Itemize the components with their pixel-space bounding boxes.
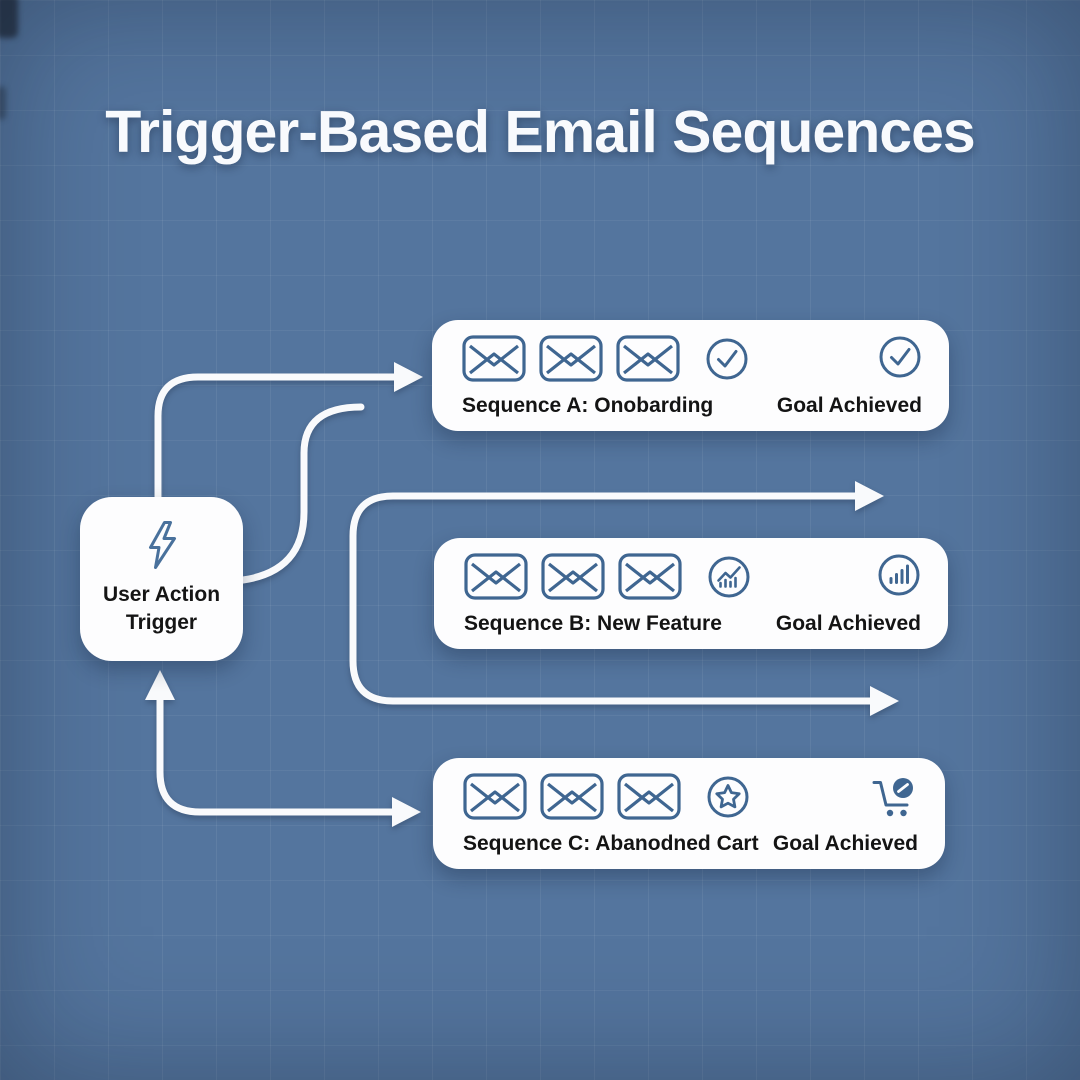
page-title: Trigger-Based Email Sequences bbox=[105, 99, 975, 165]
sequence-b-email-row bbox=[464, 553, 751, 600]
connector-stub-curve bbox=[239, 403, 365, 584]
email-icon bbox=[616, 335, 680, 382]
lightning-icon bbox=[148, 521, 176, 569]
sequence-c-card: Sequence C: Abanodned Cart Goal Achieved bbox=[433, 758, 945, 869]
email-icon bbox=[540, 773, 604, 820]
check-circle-icon bbox=[706, 338, 748, 379]
trigger-node: User Action Trigger bbox=[80, 497, 243, 661]
bar-chart-circle-icon bbox=[878, 554, 920, 596]
email-icon bbox=[618, 553, 682, 600]
sequence-a-email-row bbox=[462, 335, 749, 382]
arrow-trigger-to-sequence-a bbox=[154, 373, 400, 502]
arrowhead-sequence-c bbox=[392, 797, 421, 827]
email-icon bbox=[617, 773, 681, 820]
arrowhead-up-to-trigger bbox=[145, 670, 175, 700]
sequence-b-label: Sequence B: New Feature bbox=[464, 612, 722, 635]
email-icon bbox=[539, 335, 603, 382]
trigger-label: User Action Trigger bbox=[103, 581, 220, 637]
email-icon bbox=[541, 553, 605, 600]
sequence-c-email-row bbox=[463, 773, 750, 820]
arrowhead-sequence-b-bottom bbox=[870, 686, 899, 716]
arrow-return-to-trigger bbox=[156, 694, 398, 816]
sequence-a-card: Sequence A: Onobarding Goal Achieved bbox=[432, 320, 949, 431]
sequence-b-goal-label: Goal Achieved bbox=[775, 612, 921, 635]
star-circle-icon bbox=[707, 776, 749, 817]
sequence-a-goal-label: Goal Achieved bbox=[776, 394, 922, 417]
sequence-a-label: Sequence A: Onobarding bbox=[462, 394, 714, 417]
check-circle-icon bbox=[879, 336, 921, 378]
arrowhead-sequence-a bbox=[394, 362, 423, 392]
trigger-label-line2: Trigger bbox=[125, 611, 198, 634]
email-icon bbox=[462, 335, 526, 382]
trend-chart-circle-icon bbox=[708, 556, 750, 597]
arrowhead-sequence-b-top bbox=[855, 481, 884, 511]
email-icon bbox=[463, 773, 527, 820]
email-icon bbox=[464, 553, 528, 600]
sequence-c-goal-label: Goal Achieved bbox=[772, 832, 918, 855]
arrow-trigger-to-sequence-b bbox=[349, 492, 876, 705]
sequence-b-card: Sequence B: New Feature Goal Achieved bbox=[434, 538, 948, 649]
sequence-c-label: Sequence C: Abanodned Cart bbox=[463, 832, 759, 855]
cart-check-icon bbox=[872, 778, 913, 817]
trigger-label-line1: User Action bbox=[102, 583, 221, 606]
